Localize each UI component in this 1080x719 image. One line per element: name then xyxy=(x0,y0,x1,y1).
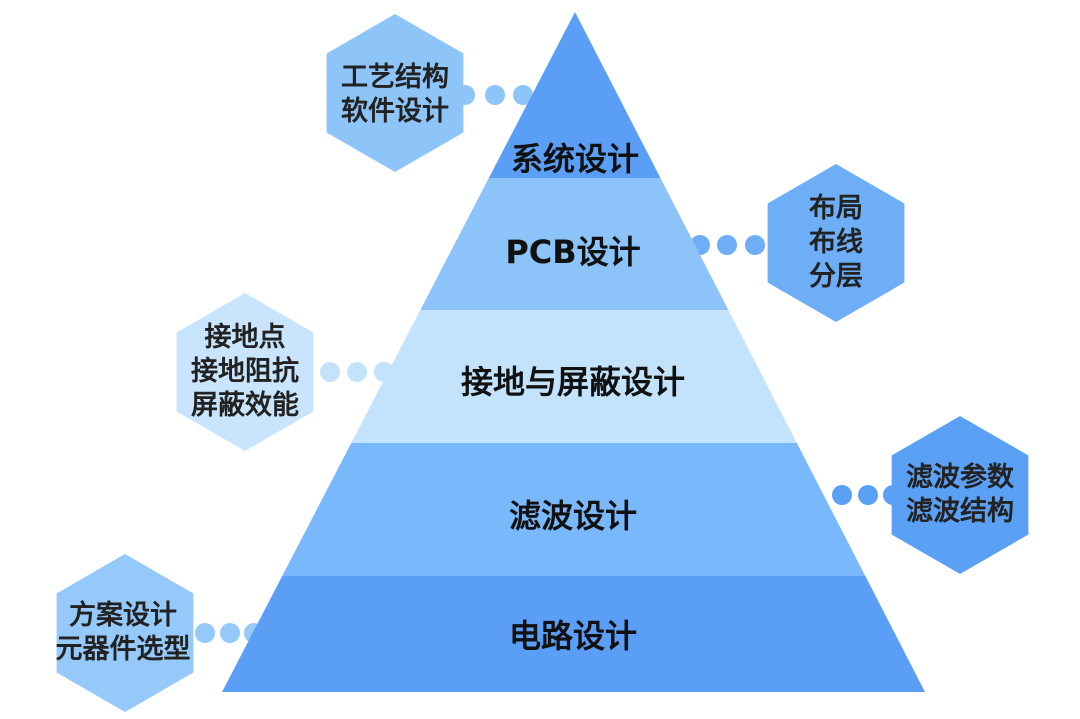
pyramid-tier-circuit xyxy=(222,576,925,692)
pyramid-tier-grounding-shielding xyxy=(351,310,797,443)
note-line: 工艺结构 xyxy=(341,62,449,93)
note-line: 滤波结构 xyxy=(906,496,1014,527)
pyramid-tier-filter xyxy=(282,443,866,576)
note-filter: 滤波参数 滤波结构 xyxy=(906,461,1014,529)
tier-label-system: 系统设计 xyxy=(510,140,640,178)
pyramid-tier-pcb xyxy=(420,178,729,310)
connector-dot xyxy=(220,623,240,643)
connector-dot xyxy=(320,362,340,382)
connector-dot xyxy=(513,85,533,105)
tier-label-filter: 滤波设计 xyxy=(508,497,638,535)
connector-dot xyxy=(858,485,878,505)
hexagon-note-system xyxy=(326,14,464,172)
tier-label-circuit: 电路设计 xyxy=(508,617,638,655)
note-line: 布线 xyxy=(809,227,863,258)
tier-label-pcb: PCB设计 xyxy=(505,233,641,271)
tier-label-grounding-shielding: 接地与屏蔽设计 xyxy=(460,363,686,401)
connector-dot xyxy=(832,485,852,505)
connector-dot xyxy=(717,235,737,255)
connector-dot xyxy=(195,623,215,643)
note-pcb: 布局 布线 分层 xyxy=(809,192,863,294)
hexagon-note-pcb xyxy=(767,164,905,322)
note-line: 接地点 xyxy=(204,322,286,353)
connector-dot xyxy=(485,85,505,105)
note-line: 滤波参数 xyxy=(906,462,1014,493)
note-system: 工艺结构 软件设计 xyxy=(341,61,449,129)
hexagon-note-circuit xyxy=(56,554,194,712)
hexagon-note-filter xyxy=(891,416,1029,574)
note-line: 分层 xyxy=(809,261,863,292)
note-line: 接地阻抗 xyxy=(191,356,299,387)
note-grounding: 接地点 接地阻抗 屏蔽效能 xyxy=(191,321,299,423)
note-line: 屏蔽效能 xyxy=(191,390,299,421)
hexagon-note-grounding xyxy=(176,293,314,451)
connector-dot xyxy=(745,235,765,255)
note-line: 软件设计 xyxy=(341,96,449,127)
connector-dot xyxy=(347,362,367,382)
pyramid-tier-system xyxy=(488,12,661,178)
note-circuit: 方案设计 元器件选型 xyxy=(56,599,191,667)
note-line: 元器件选型 xyxy=(55,634,191,665)
note-line: 布局 xyxy=(809,193,863,224)
note-line: 方案设计 xyxy=(69,600,177,631)
